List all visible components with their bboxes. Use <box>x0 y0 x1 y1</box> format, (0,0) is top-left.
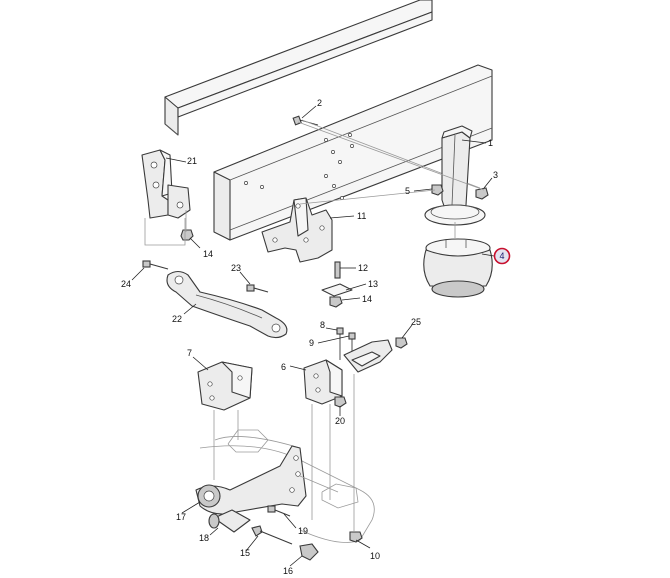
bolt-part-24 <box>142 260 169 270</box>
callout-17: 17 <box>176 512 186 522</box>
plate-part-13 <box>321 283 353 297</box>
callout-13: 13 <box>368 279 378 289</box>
callout-9: 9 <box>309 338 314 348</box>
callout-18: 18 <box>199 533 209 543</box>
nut-part-25 <box>395 337 408 349</box>
nut-part-20 <box>334 396 347 408</box>
callout-19: 19 <box>298 526 308 536</box>
callout-23: 23 <box>231 263 241 273</box>
callout-24: 24 <box>121 279 131 289</box>
callout-12: 12 <box>358 263 368 273</box>
callout-22: 22 <box>172 314 182 324</box>
callout-leaders <box>131 105 495 567</box>
bracket-part-11 <box>261 197 333 263</box>
bushing-part-18 <box>208 509 251 533</box>
callout-labels: 1 2 3 4 5 6 7 8 9 10 11 12 13 14 14 15 1… <box>121 98 511 576</box>
callout-7: 7 <box>187 348 192 358</box>
callout-11: 11 <box>357 211 366 221</box>
callout-14-lower: 14 <box>362 294 372 304</box>
bracket-part-21 <box>141 149 191 219</box>
rail-holes <box>244 133 354 200</box>
callout-16: 16 <box>283 566 293 576</box>
axle-ghost-outline <box>199 429 375 543</box>
control-arm-part-17 <box>195 445 307 515</box>
link-part-22 <box>166 270 288 339</box>
callout-20: 20 <box>335 416 345 426</box>
nut-part-5 <box>431 184 444 196</box>
callout-10: 10 <box>370 551 380 561</box>
bracket-part-7 <box>197 361 253 411</box>
bolt-part-23 <box>246 284 269 293</box>
nut-part-14-lower <box>329 296 343 308</box>
fitting-part-16 <box>299 543 319 561</box>
bolt-part-8 <box>336 327 344 360</box>
callout-6: 6 <box>281 362 286 372</box>
bracket-part-6 <box>303 359 343 405</box>
airspring-bracket-part-1 <box>424 125 486 226</box>
callout-4: 4 <box>500 251 505 261</box>
callout-1: 1 <box>488 138 493 148</box>
bolt-part-15 <box>251 525 293 545</box>
callout-2: 2 <box>317 98 322 108</box>
callout-3: 3 <box>493 170 498 180</box>
callout-4-highlight-ring <box>493 247 511 265</box>
callout-5: 5 <box>405 186 410 196</box>
assembly-guide-lines <box>185 121 485 532</box>
callout-25: 25 <box>411 317 421 327</box>
upper-frame-rail <box>164 0 433 136</box>
nut-part-3 <box>475 187 489 200</box>
nut-part-14-upper <box>180 229 194 241</box>
callout-15: 15 <box>240 548 250 558</box>
air-spring-part-4 <box>423 222 493 298</box>
stud-part-12 <box>334 261 341 279</box>
callout-21: 21 <box>187 156 197 166</box>
bolt-part-19 <box>267 505 291 517</box>
nut-part-10 <box>349 531 363 543</box>
callout-14-upper: 14 <box>203 249 213 259</box>
bracket-assembly-upper <box>343 339 393 373</box>
callout-8: 8 <box>320 320 325 330</box>
